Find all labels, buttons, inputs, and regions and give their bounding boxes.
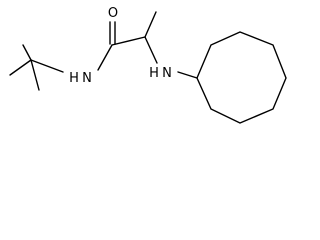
bond-nh-to-carbonyl <box>97 44 113 71</box>
amine-nitrogen-label: N <box>162 66 172 81</box>
bond-tbutyl-methyl-bottom <box>30 59 40 91</box>
amide-nitrogen-label: N <box>82 71 92 86</box>
bond-alpha-methyl <box>144 11 157 38</box>
molecule-structure-diagram: O H N H N <box>9 6 287 124</box>
amide-hydrogen-label: H <box>69 71 79 86</box>
bond-tbutyl-methyl-top <box>22 44 32 61</box>
bond-carbonyl-to-alpha <box>111 36 146 46</box>
bond-tbutyl-to-nh <box>30 59 64 73</box>
bond-tbutyl-methyl-left <box>9 59 32 76</box>
bond-amine-to-cyclooctyl <box>177 71 198 79</box>
cyclooctane-ring <box>196 31 287 124</box>
amine-hydrogen-label: H <box>149 66 159 81</box>
oxygen-label: O <box>108 6 118 21</box>
bond-alpha-to-amine <box>144 36 158 64</box>
